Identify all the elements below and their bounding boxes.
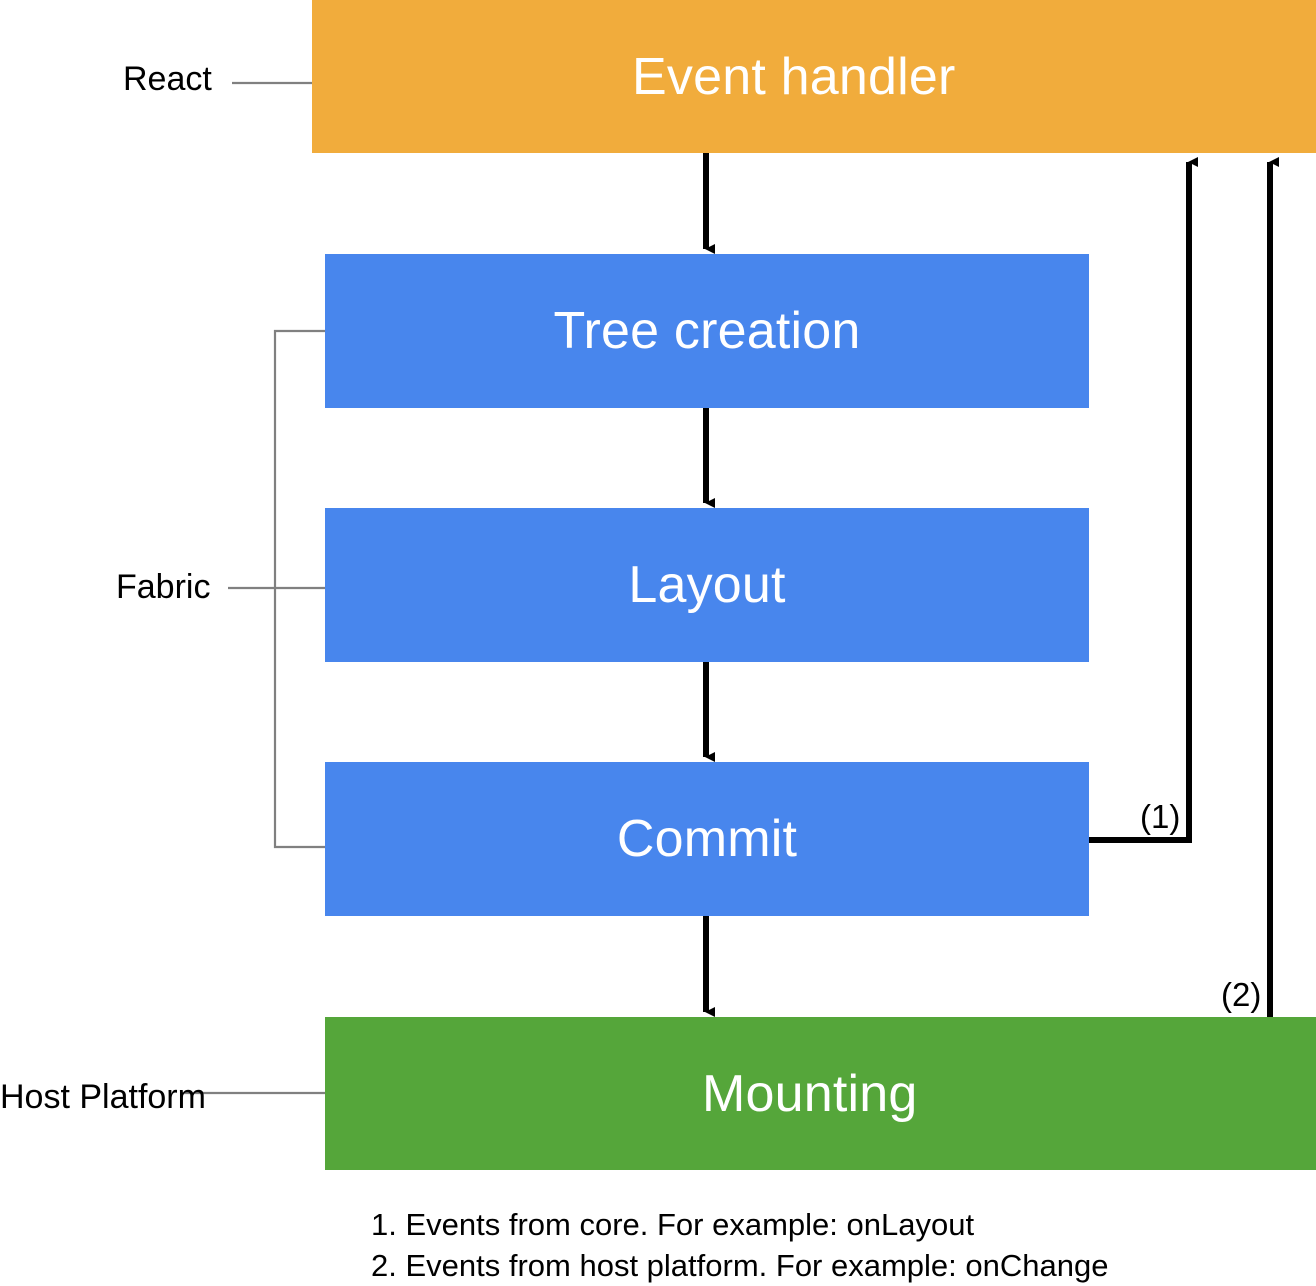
edge-label-step-1: (1) (1140, 798, 1181, 835)
node-event-handler: Event handler (312, 0, 1316, 153)
edge-label-step-2: (2) (1221, 976, 1262, 1013)
footnote-item: 1. Events from core. For example: onLayo… (371, 1207, 975, 1242)
node-commit-label: Commit (616, 810, 798, 868)
group-label-host-platform: Host Platform (0, 1078, 206, 1116)
footnote-list: 1. Events from core. For example: onLayo… (371, 1204, 1291, 1286)
group-label-fabric: Fabric (116, 568, 211, 606)
node-mounting: Mounting (325, 1017, 1316, 1170)
node-layout: Layout (325, 508, 1089, 662)
arrow-commit-to-event-handler (1089, 157, 1198, 843)
group-label-react: React (123, 60, 212, 98)
node-layout-label: Layout (628, 556, 786, 614)
node-event-handler-label: Event handler (632, 47, 956, 106)
node-tree-creation-label: Tree creation (553, 302, 861, 360)
fabric-bracket (228, 329, 325, 849)
node-commit: Commit (325, 762, 1089, 916)
node-tree-creation: Tree creation (325, 254, 1089, 408)
footnote-item: 2. Events from host platform. For exampl… (371, 1248, 1109, 1283)
node-mounting-label: Mounting (702, 1064, 918, 1123)
